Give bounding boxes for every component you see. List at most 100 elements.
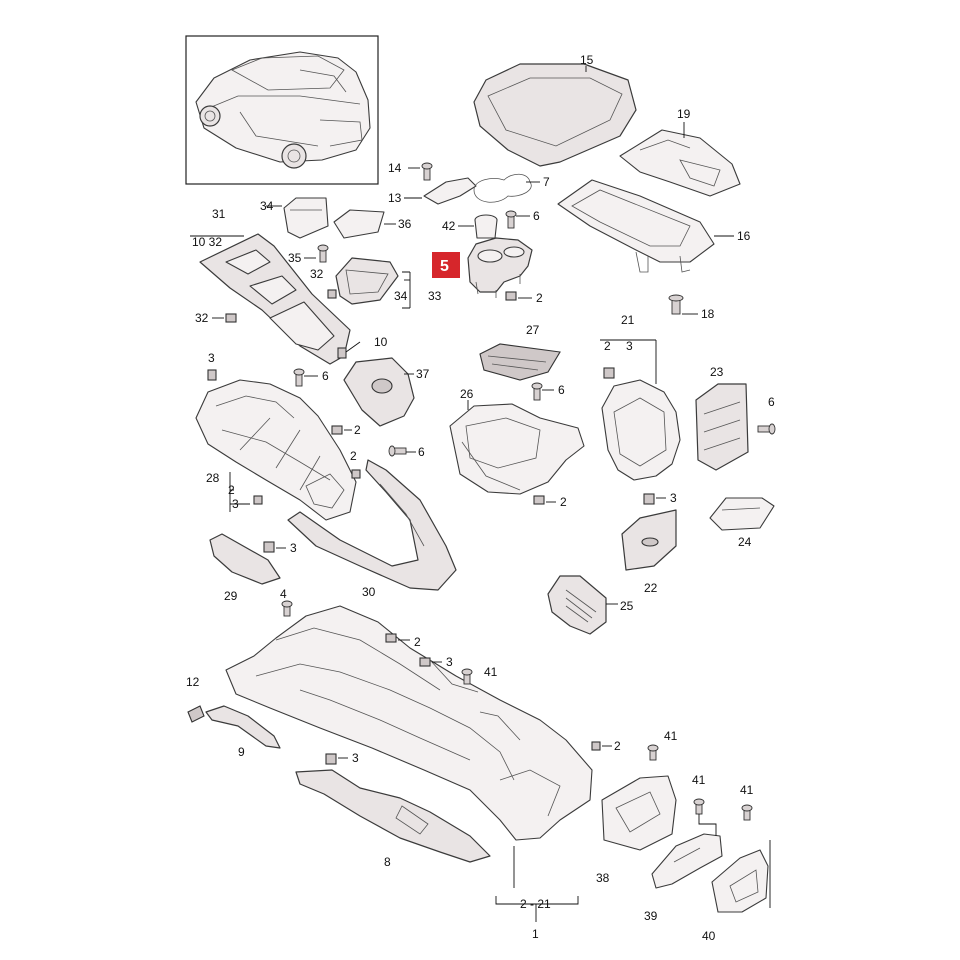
- label-34-group: 34: [394, 289, 408, 303]
- label-41: 41: [484, 665, 498, 679]
- label-27: 27: [526, 323, 540, 337]
- label-24: 24: [738, 535, 752, 549]
- label-31: 31: [212, 207, 226, 221]
- vehicle-illustration: [195, 51, 371, 169]
- label-2: 2: [536, 291, 543, 305]
- part-6b-screw: [293, 368, 318, 387]
- part-9-strip: [205, 705, 281, 749]
- label-6-panel: 6: [768, 395, 775, 409]
- label-9: 9: [238, 745, 245, 759]
- label-42: 42: [442, 219, 456, 233]
- part-19-bracket: [619, 122, 741, 197]
- part-32b-clip: [212, 313, 237, 323]
- label-3-bracket: 3: [626, 339, 633, 353]
- label-3-console: 3: [446, 655, 453, 669]
- label-37: 37: [416, 367, 430, 381]
- label-23: 23: [710, 365, 724, 379]
- part-2f-clip: [603, 367, 615, 379]
- part-labels: 15 19 14 7 13 34 36 42 6 16 31 10 32 35 …: [186, 53, 775, 943]
- label-38: 38: [596, 871, 610, 885]
- leader-28: [229, 472, 250, 512]
- label-1: 1: [532, 927, 539, 941]
- label-6-frame: 6: [322, 369, 329, 383]
- part-31-trim: [190, 233, 351, 365]
- part-21-bracket: [600, 339, 681, 481]
- label-41-38: 41: [664, 729, 678, 743]
- label-2-21: 2 - 21: [520, 897, 551, 911]
- label-32: 32: [310, 267, 324, 281]
- label-30: 30: [362, 585, 376, 599]
- label-25: 25: [620, 599, 634, 613]
- label-3-trim: 3: [290, 541, 297, 555]
- part-1-console: [225, 605, 593, 922]
- label-19: 19: [677, 107, 691, 121]
- label-34: 34: [260, 199, 274, 213]
- label-41-39: 41: [692, 773, 706, 787]
- label-8: 8: [384, 855, 391, 869]
- label-28: 28: [206, 471, 220, 485]
- part-25-vent: [547, 575, 618, 635]
- label-39: 39: [644, 909, 658, 923]
- label-21: 21: [621, 313, 635, 327]
- label-26: 26: [460, 387, 474, 401]
- label-36: 36: [398, 217, 412, 231]
- part-38-bracket: [601, 775, 677, 851]
- label-6-tray: 6: [558, 383, 565, 397]
- part-4-screw: [281, 600, 293, 617]
- part-41a-screw: [461, 668, 473, 685]
- part-41c-screw: [693, 798, 717, 836]
- part-28-frame: [195, 379, 357, 521]
- part-5-cupholder: [467, 237, 533, 298]
- part-35-screw: [304, 244, 329, 263]
- part-37-cover: [343, 357, 415, 427]
- label-7: 7: [543, 175, 550, 189]
- label-12: 12: [186, 675, 200, 689]
- part-16-frame: [557, 179, 734, 273]
- part-6a-screw: [505, 210, 530, 229]
- label-2-group: 2: [228, 483, 235, 497]
- part-3f-clip: [419, 657, 442, 667]
- part-2h-clip: [591, 741, 612, 751]
- label-35: 35: [288, 251, 302, 265]
- label-41-40: 41: [740, 783, 754, 797]
- part-41b-screw: [647, 744, 659, 761]
- label-3-frame: 3: [208, 351, 215, 365]
- label-3-panel: 3: [352, 751, 359, 765]
- callout-5-label: 5: [440, 258, 449, 275]
- part-2g-clip: [385, 633, 410, 643]
- label-2-frame: 2: [354, 423, 361, 437]
- part-30-trim: [287, 459, 457, 591]
- part-34a-switch: [266, 197, 329, 239]
- label-40: 40: [702, 929, 716, 943]
- label-13: 13: [388, 191, 402, 205]
- part-33-module: [335, 257, 411, 309]
- part-6c-screw: [388, 445, 416, 457]
- vehicle-inset: [185, 35, 379, 185]
- part-22-trim: [621, 509, 677, 571]
- label-2-bracket: 2: [604, 339, 611, 353]
- label-15: 15: [580, 53, 594, 67]
- part-42-cup: [458, 214, 498, 239]
- part-26-tray: [449, 400, 585, 495]
- label-2-tray: 2: [560, 495, 567, 509]
- part-23-panel: [695, 383, 749, 471]
- label-14: 14: [388, 161, 402, 175]
- part-armrest-lid: [473, 63, 637, 167]
- label-2-console: 2: [414, 635, 421, 649]
- part-14-screw: [408, 162, 433, 181]
- part-32a-clip: [327, 289, 337, 299]
- label-3-group: 3: [232, 497, 239, 511]
- part-2e-clip: [533, 495, 556, 505]
- part-39-bracket: [651, 833, 723, 889]
- part-3e-clip: [643, 493, 666, 505]
- label-6-shifter: 6: [418, 445, 425, 459]
- label-22: 22: [644, 581, 658, 595]
- label-18: 18: [701, 307, 715, 321]
- part-3a-clip: [207, 369, 217, 381]
- part-27-mat: [479, 343, 561, 381]
- part-2d-clip: [253, 495, 263, 505]
- part-6e-screw: [757, 423, 776, 435]
- label-2-shifter: 2: [350, 449, 357, 463]
- label-29: 29: [224, 589, 238, 603]
- label-2-rear: 2: [614, 739, 621, 753]
